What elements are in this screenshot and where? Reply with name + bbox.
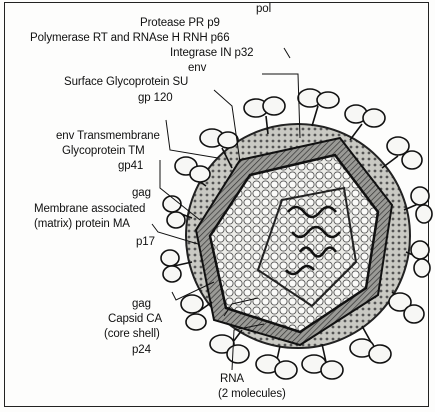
label-capsid: Capsid CA	[108, 313, 162, 326]
label-gp120: gp 120	[138, 92, 173, 105]
label-gag-2: gag	[132, 298, 151, 311]
label-env-transmembrane: env Transmembrane	[56, 130, 160, 143]
label-glycoprotein-tm: Glycoprotein TM	[62, 145, 145, 158]
label-membrane-associated: Membrane associated	[34, 203, 145, 216]
label-env: env	[188, 62, 206, 75]
label-matrix-protein: (matrix) protein MA	[34, 218, 130, 231]
label-pol: pol	[256, 3, 271, 16]
label-surface-glycoprotein: Surface Glycoprotein SU	[64, 76, 188, 89]
label-gp41: gp41	[118, 160, 143, 173]
label-gag-1: gag	[132, 187, 151, 200]
label-polymerase: Polymerase RT and RNAse H RNH p66	[30, 32, 230, 45]
label-protease: Protease PR p9	[140, 17, 220, 30]
label-core-shell: (core shell)	[104, 328, 160, 341]
label-integrase: Integrase IN p32	[170, 47, 253, 60]
label-p24: p24	[132, 344, 151, 357]
label-rna: RNA	[220, 373, 244, 386]
label-rna-molecules: (2 molecules)	[218, 388, 286, 401]
label-p17: p17	[136, 236, 155, 249]
